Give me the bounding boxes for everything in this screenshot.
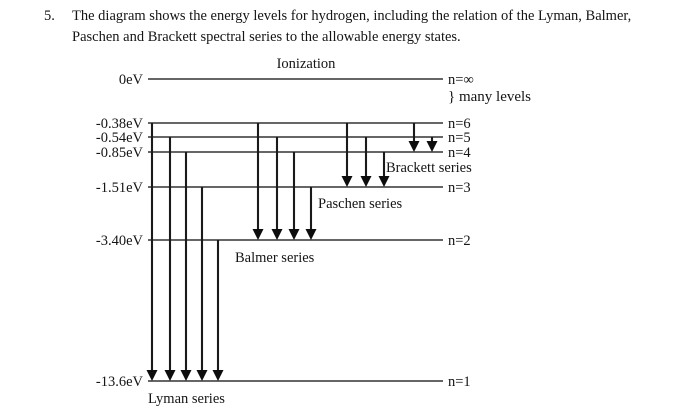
series-label: Paschen series — [318, 196, 403, 212]
many-levels-label: } many levels — [448, 89, 531, 105]
quantum-number-label: n=2 — [448, 233, 471, 249]
level-lines-group — [148, 78, 443, 382]
quantum-number-label: n=∞ — [448, 72, 474, 88]
quantum-number-label: n=1 — [448, 374, 471, 390]
transition-arrowhead — [164, 370, 176, 381]
quantum-number-label: n=4 — [448, 145, 471, 161]
series-label: Lyman series — [148, 391, 225, 407]
transition-arrowhead — [378, 176, 390, 187]
energy-value-label: -3.40eV — [96, 233, 144, 249]
energy-value-label: -0.85eV — [96, 145, 144, 161]
quantum-number-label: n=3 — [448, 180, 471, 196]
transition-arrowhead — [341, 176, 353, 187]
transition-arrowhead — [212, 370, 224, 381]
quantum-number-label: n=5 — [448, 130, 471, 146]
energy-value-label: -0.38eV — [96, 116, 144, 132]
transition-arrowhead — [271, 229, 283, 240]
energy-value-label: -13.6eV — [96, 374, 144, 390]
transition-arrowhead — [180, 370, 192, 381]
transition-arrowhead — [408, 141, 420, 152]
transition-arrows-group — [146, 123, 438, 381]
ionization-label: Ionization — [277, 56, 337, 72]
transition-arrowhead — [288, 229, 300, 240]
question-text: The diagram shows the energy levels for … — [72, 8, 632, 45]
transition-arrowhead — [252, 229, 264, 240]
labels-group: 0eV n=∞ -0.38eV n=6 -0.54eV n=5 -0.85eV n=4 -1.5… — [96, 56, 531, 407]
energy-value-label: -0.54eV — [96, 130, 144, 146]
question-number: 5. — [44, 8, 55, 24]
quantum-number-label: n=6 — [448, 116, 471, 132]
series-label: Brackett series — [386, 160, 472, 176]
transition-arrowhead — [360, 176, 372, 187]
transition-arrowhead — [196, 370, 208, 381]
transition-arrowhead — [305, 229, 317, 240]
series-label: Balmer series — [235, 250, 315, 266]
energy-value-label: -1.51eV — [96, 180, 144, 196]
transition-arrowhead — [426, 141, 438, 152]
transition-arrowhead — [146, 370, 158, 381]
energy-value-label: 0eV — [119, 72, 144, 88]
